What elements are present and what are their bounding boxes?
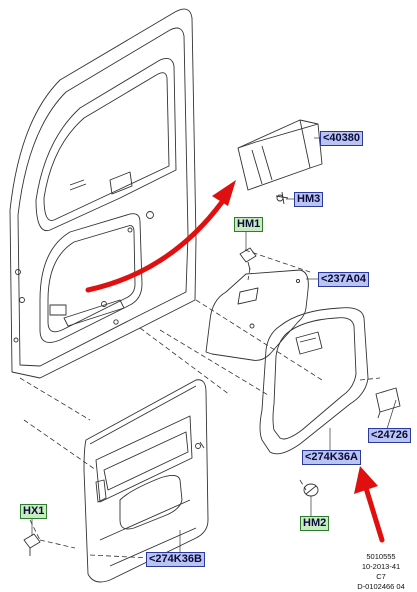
red-curved-arrow bbox=[85, 180, 236, 293]
reference-line-1: 5010555 bbox=[366, 552, 396, 561]
speaker-module bbox=[237, 119, 323, 191]
hm3-screw bbox=[275, 191, 289, 205]
hm2-plug bbox=[303, 483, 319, 497]
callout-274k36b: <274K36B bbox=[146, 552, 205, 567]
projection-lines bbox=[19, 249, 381, 559]
door-seal bbox=[259, 307, 369, 455]
callout-40380: <40380 bbox=[320, 131, 364, 146]
callout-hm1: HM1 bbox=[234, 217, 264, 232]
reference-line-3: C7 bbox=[376, 572, 386, 581]
callout-237a04: <237A04 bbox=[318, 272, 369, 287]
door-trim-panel bbox=[83, 379, 209, 583]
callout-24726: <24726 bbox=[368, 428, 412, 443]
red-straight-arrow bbox=[354, 466, 385, 543]
hx1-clip bbox=[23, 533, 41, 556]
callout-hx1: HX1 bbox=[20, 504, 48, 519]
hm1-clip bbox=[239, 247, 257, 271]
callout-hm2: HM2 bbox=[300, 516, 330, 531]
callout-hm3: HM3 bbox=[294, 192, 324, 207]
reference-line-4: D-0102466 04 bbox=[357, 582, 405, 591]
callout-274k36a: <274K36A bbox=[302, 450, 361, 465]
vapor-barrier bbox=[205, 269, 309, 361]
bracket-24726 bbox=[375, 387, 401, 419]
callout-leaders bbox=[31, 137, 397, 554]
door-frame bbox=[9, 8, 197, 379]
reference-note: 5010555 10-2013-41 C7 D-0102466 04 bbox=[351, 552, 411, 592]
reference-line-2: 10-2013-41 bbox=[361, 562, 401, 571]
